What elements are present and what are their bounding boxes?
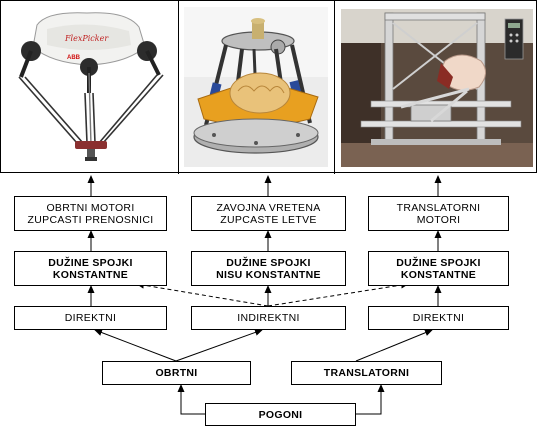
box-duzine-konstantne-right: DUŽINE SPOJKI KONSTANTNE (368, 251, 509, 286)
cartesian-translational-robot-photo (341, 9, 533, 167)
photo-divider (178, 1, 179, 174)
robot-logo-text: FlexPicker (64, 34, 109, 43)
arrow-translatorni-direktni (355, 329, 433, 362)
box-translatorni-motori: TRANSLATORNI MOTORI (368, 196, 509, 231)
arrow-pogoni-translatorni (356, 384, 385, 415)
box-zavojna-vretena: ZAVOJNA VRETENA ZUPCASTE LETVE (191, 196, 346, 231)
arrow-pogoni-obrtni (177, 384, 205, 415)
robot-badge-text: ABB (67, 55, 81, 61)
dashed-arrow-left (136, 281, 269, 307)
arrow-obrtni-direktni (94, 329, 177, 362)
photo-divider (334, 1, 335, 174)
arrow-obrtni-indirektni (175, 329, 263, 362)
box-obrtni-motori: OBRTNI MOTORI ZUPCASTI PRENOSNICI (14, 196, 167, 231)
box-indirektni: INDIREKTNI (191, 306, 346, 330)
dashed-arrow-right (267, 281, 409, 307)
box-pogoni: POGONI (205, 403, 356, 426)
box-direktni-left: DIREKTNI (14, 306, 167, 330)
photo-frame: FlexPicker ABB (0, 0, 537, 174)
delta-robot-photo: FlexPicker ABB (7, 7, 171, 167)
box-direktni-right: DIREKTNI (368, 306, 509, 330)
hexapod-platform-photo (184, 7, 328, 167)
box-translatorni: TRANSLATORNI (291, 361, 442, 385)
box-duzine-nisu-konstantne: DUŽINE SPOJKI NISU KONSTANTNE (191, 251, 346, 286)
box-duzine-konstantne-left: DUŽINE SPOJKI KONSTANTNE (14, 251, 167, 286)
box-obrtni: OBRTNI (102, 361, 251, 385)
